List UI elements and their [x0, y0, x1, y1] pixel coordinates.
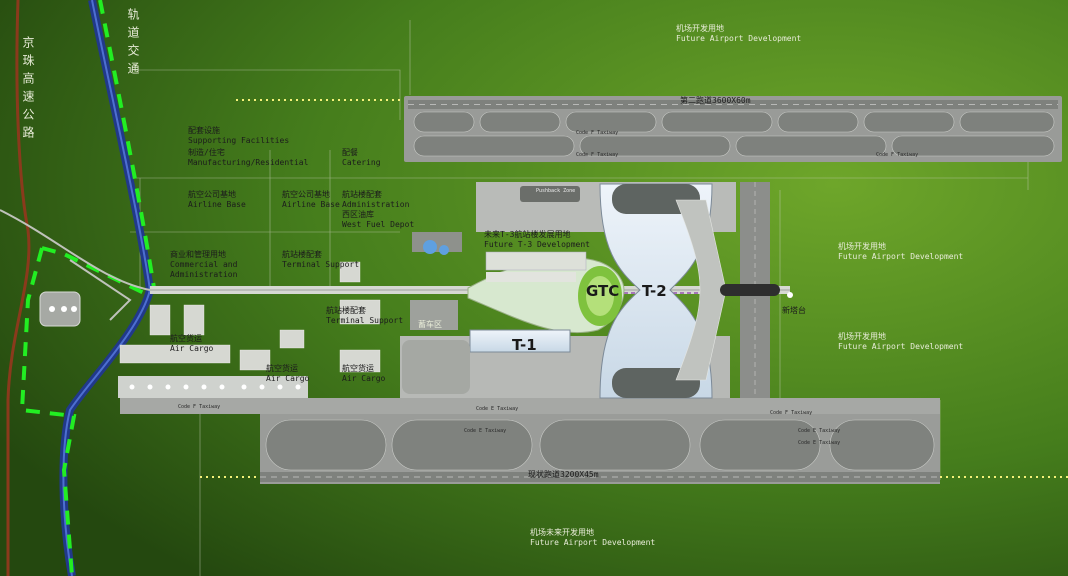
- air-cargo-3-cn: 航空货运: [342, 364, 374, 373]
- future-dev-south-en: Future Airport Development: [530, 538, 656, 547]
- control-tower: [787, 292, 793, 298]
- future-dev-east-2-en: Future Airport Development: [838, 342, 964, 351]
- admin-en: Administration: [342, 200, 410, 209]
- north-runway-system: [236, 96, 1062, 162]
- air-cargo-1-en: Air Cargo: [170, 344, 214, 353]
- future-dev-east-1-cn: 机场开发用地: [838, 242, 886, 251]
- interchange: [0, 209, 151, 321]
- manufacturing-cn: 制造/住宅: [188, 148, 225, 157]
- terminal-t1: [469, 329, 571, 353]
- future-dev-east-2-cn: 机场开发用地: [838, 332, 886, 341]
- manufacturing-en: Manufacturing/Residential: [188, 158, 309, 167]
- terminal-t2: [599, 183, 713, 399]
- taxiway-label-3: Code F Taxiway: [876, 152, 919, 158]
- commercial-en-1: Commercial and: [170, 260, 238, 269]
- fuel-cn: 西区油库: [342, 210, 374, 219]
- rail-transit-label: 轨道交通: [126, 8, 140, 80]
- taxiway-label-7: Code F Taxiway: [770, 410, 813, 416]
- new-tower-label: 新塔台: [782, 306, 806, 315]
- parking-loop: [39, 291, 81, 327]
- vehicle-storage: [410, 300, 458, 330]
- air-cargo-2-cn: 航空货运: [266, 364, 298, 373]
- runway-north-label: 第二跑道3600X60m: [680, 96, 751, 105]
- airline-base-1-cn: 航空公司基地: [188, 190, 236, 199]
- admin-cn: 航站楼配套: [342, 190, 382, 199]
- airline-base-1-en: Airline Base: [188, 200, 246, 209]
- airline-base-2-en: Airline Base: [282, 200, 340, 209]
- expressway-label: 京珠高速公路: [21, 36, 35, 144]
- future-dev-east-1-en: Future Airport Development: [838, 252, 964, 261]
- airline-base-2-cn: 航空公司基地: [282, 190, 330, 199]
- taxiway-label-6: Code E Taxiway: [798, 440, 841, 446]
- taxiway-label-1: Code F Taxiway: [576, 130, 619, 136]
- future-dev-north-cn: 机场开发用地: [676, 24, 724, 33]
- t1-label: T-1: [512, 336, 537, 354]
- taxiway-label-5: Code E Taxiway: [798, 428, 841, 434]
- pushback-label: Pushback Zone: [536, 188, 576, 194]
- expressway-line: [6, 0, 31, 576]
- taxiway-label-2: Code F Taxiway: [576, 152, 619, 158]
- cargo-apron: [118, 376, 308, 398]
- catering-en: Catering: [342, 158, 381, 167]
- taxiway-label-8: Code E Taxiway: [476, 406, 519, 412]
- runway-south-label: 现状跑道3200X45m: [528, 470, 599, 479]
- taxiway-label-4: Code E Taxiway: [464, 428, 507, 434]
- air-cargo-2-en: Air Cargo: [266, 374, 310, 383]
- taxiway-label-9: Code F Taxiway: [178, 404, 221, 410]
- terminal-support-2-cn: 航站楼配套: [326, 306, 366, 315]
- air-cargo-1-cn: 航空货运: [170, 334, 202, 343]
- terminal-support-en: Terminal Support: [282, 260, 360, 269]
- supporting-en: Supporting Facilities: [188, 136, 290, 145]
- south-runway-system: [120, 398, 1068, 484]
- catering-cn: 配餐: [342, 148, 358, 157]
- terminal-support-2-en: Terminal Support: [326, 316, 404, 325]
- commercial-en-2: Administration: [170, 270, 238, 279]
- air-cargo-3-en: Air Cargo: [342, 374, 386, 383]
- storage-label: 蓄车区: [418, 320, 442, 329]
- t2-label: T-2: [642, 282, 667, 300]
- gtc-label: GTC: [586, 282, 620, 300]
- future-t3-en: Future T-3 Development: [484, 240, 590, 249]
- terminal-support-cn: 航站楼配套: [282, 250, 322, 259]
- airport-boundary-dashed: [19, 0, 156, 576]
- commercial-cn: 商业和管理用地: [170, 250, 226, 259]
- future-t3-cn: 未来T-3航站楼发展用地: [484, 230, 571, 239]
- future-dev-north-en: Future Airport Development: [676, 34, 802, 43]
- fuel-en: West Fuel Depot: [342, 220, 415, 229]
- future-dev-south-cn: 机场未来开发用地: [530, 528, 594, 537]
- supporting-cn: 配套设施: [188, 126, 220, 135]
